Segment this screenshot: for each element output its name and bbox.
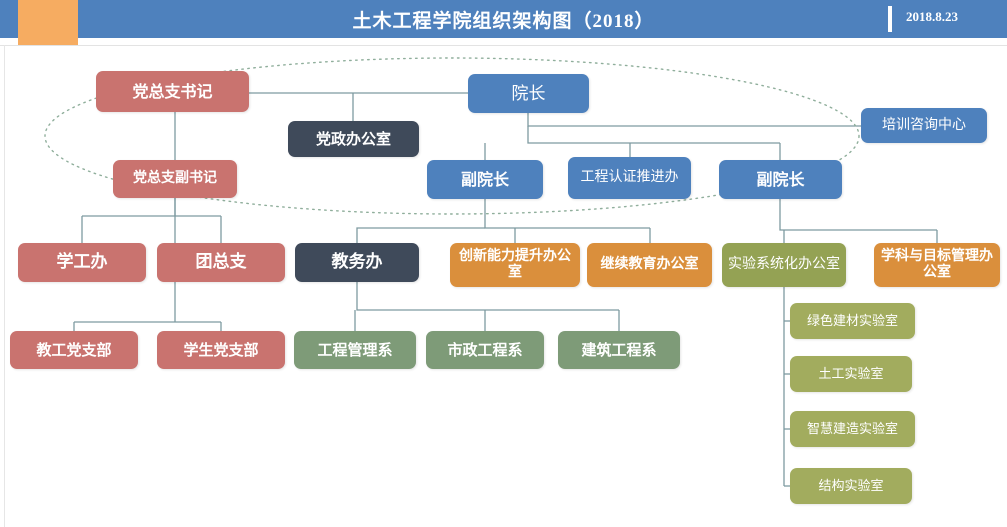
- org-node-vdean_left[interactable]: 副院长: [427, 160, 543, 199]
- org-node-disc_mgmt[interactable]: 学科与目标管理办公室: [874, 243, 1000, 287]
- org-node-cert_office[interactable]: 工程认证推进办: [568, 157, 691, 199]
- org-node-acad_office[interactable]: 教务办: [295, 243, 419, 282]
- left-margin-rule: [4, 45, 5, 527]
- org-node-lab_soil[interactable]: 土工实验室: [790, 356, 912, 392]
- org-node-lab_sys[interactable]: 实验系统化办公室: [722, 243, 846, 287]
- org-node-vdean_right[interactable]: 副院长: [719, 160, 842, 199]
- org-node-train_center[interactable]: 培训咨询中心: [861, 108, 987, 143]
- leadership-grouping-ellipse: [44, 57, 860, 215]
- header-bar: [0, 0, 1007, 38]
- org-node-dept_municipal[interactable]: 市政工程系: [426, 331, 544, 369]
- org-node-lab_smart[interactable]: 智慧建造实验室: [790, 411, 915, 447]
- org-node-dept_eng_mgmt[interactable]: 工程管理系: [294, 331, 416, 369]
- org-node-innov_office[interactable]: 创新能力提升办公室: [450, 243, 580, 287]
- org-node-dean[interactable]: 院长: [468, 74, 589, 113]
- org-node-dept_arch[interactable]: 建筑工程系: [558, 331, 680, 369]
- org-node-party_office[interactable]: 党政办公室: [288, 121, 419, 157]
- header-accent-block: [18, 0, 78, 45]
- page-title: 土木工程学院组织架构图（2018）: [352, 10, 655, 32]
- org-node-party_vsec[interactable]: 党总支副书记: [113, 160, 237, 198]
- org-node-staff_branch[interactable]: 教工党支部: [10, 331, 138, 369]
- org-node-lab_green[interactable]: 绿色建材实验室: [790, 303, 915, 339]
- header-date: 2018.8.23: [906, 9, 958, 24]
- header-rule: [0, 45, 1007, 46]
- org-node-lab_struct[interactable]: 结构实验室: [790, 468, 912, 504]
- org-node-stu_branch[interactable]: 学生党支部: [157, 331, 285, 369]
- org-node-party_sec[interactable]: 党总支书记: [96, 71, 249, 112]
- org-node-stu_work[interactable]: 学工办: [18, 243, 146, 282]
- org-node-youth_league[interactable]: 团总支: [157, 243, 285, 282]
- header-divider: [888, 6, 892, 32]
- org-node-cont_edu[interactable]: 继续教育办公室: [587, 243, 712, 287]
